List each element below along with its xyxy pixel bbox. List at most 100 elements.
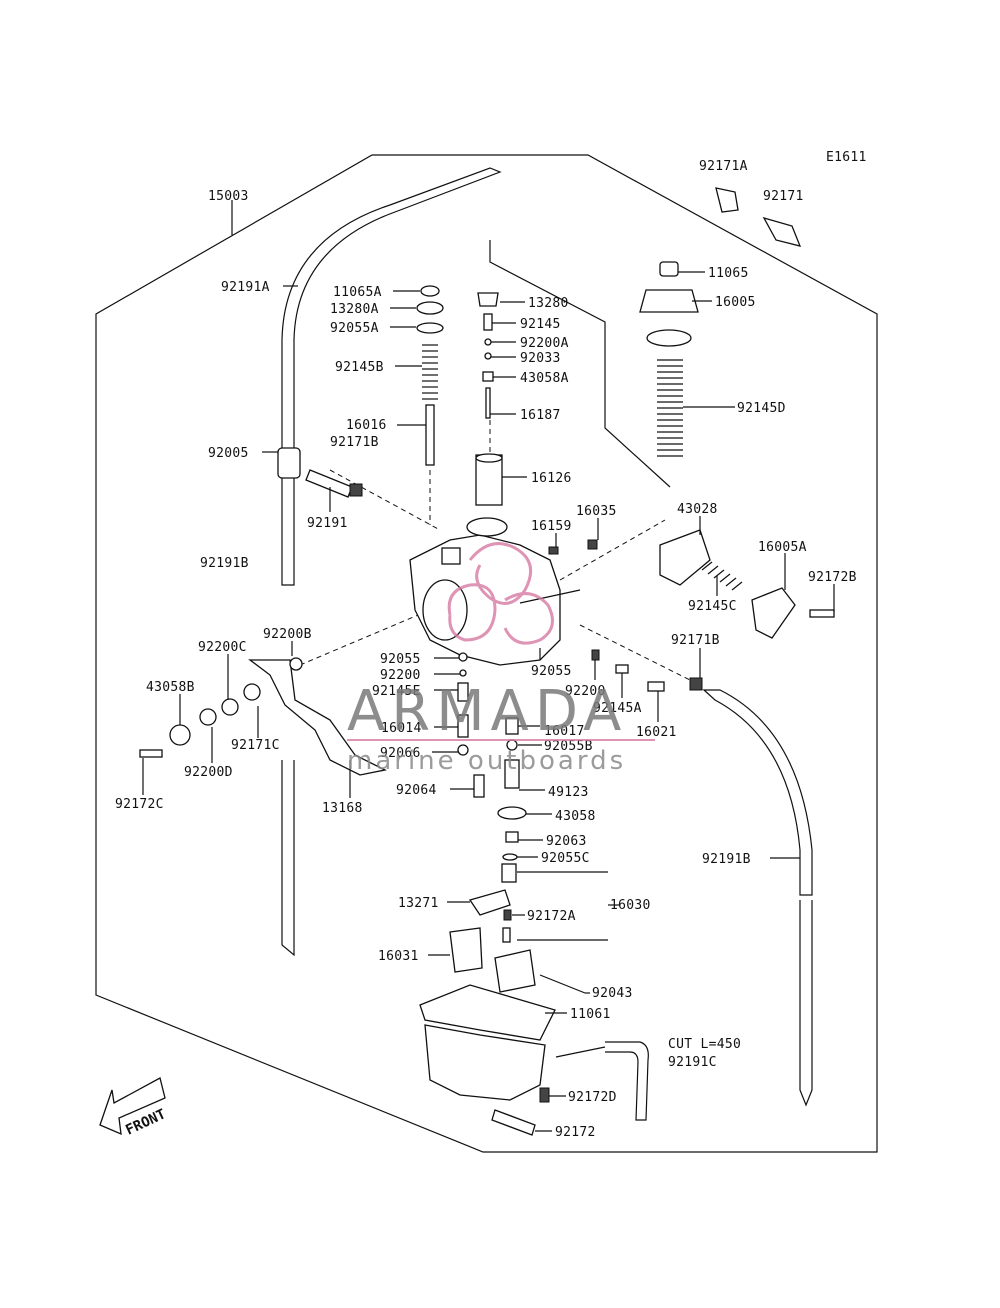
cover-43028	[659, 529, 711, 586]
oring-92055-left	[458, 652, 468, 662]
float-bowl	[424, 1024, 546, 1101]
pin-92043	[539, 974, 586, 994]
plate-13280A	[416, 301, 444, 315]
ring-92200-left	[459, 669, 467, 677]
cover-16005A	[751, 587, 796, 639]
label-13271: 13271	[398, 896, 439, 911]
label-92055B: 92055B	[544, 739, 593, 754]
collar-43058B	[169, 724, 191, 746]
clip-92033	[484, 352, 492, 360]
cap-11065	[659, 261, 679, 277]
carburetor-cable-port	[441, 547, 461, 565]
fitting-16159	[548, 546, 559, 555]
label-92200-right: 92200	[565, 684, 606, 699]
label-92200D: 92200D	[184, 765, 233, 780]
label-92191B-right: 92191B	[702, 852, 751, 867]
cap-11065A	[420, 285, 440, 297]
label-92172A: 92172A	[527, 909, 576, 924]
collar-92200C	[243, 683, 261, 701]
cap-bracket	[489, 240, 671, 488]
screw-16035	[587, 539, 598, 550]
leader-lines	[142, 200, 835, 1132]
label-92055-right: 92055	[531, 664, 572, 679]
float-right	[494, 949, 536, 993]
label-92191: 92191	[307, 516, 348, 531]
diagram-code: E1611	[826, 150, 867, 165]
plate-13271	[468, 889, 511, 916]
throttle-cable-right	[702, 689, 813, 896]
label-92055C: 92055C	[541, 851, 590, 866]
plate-43058A	[482, 371, 494, 382]
cut-note: CUT L=450	[668, 1037, 741, 1052]
label-92191C: 92191C	[668, 1055, 717, 1070]
clamp-92171	[762, 216, 802, 247]
screw-92145A	[615, 664, 629, 674]
label-11061: 11061	[570, 1007, 611, 1022]
needle-16187	[485, 387, 491, 419]
label-92043: 92043	[592, 986, 633, 1001]
spring-92145C	[701, 561, 743, 591]
jet-92066	[457, 744, 469, 756]
float-16031	[449, 927, 483, 973]
armada-watermark: ARMADA marine outboards	[347, 542, 655, 776]
label-92200A: 92200A	[520, 336, 569, 351]
label-11065: 11065	[708, 266, 749, 281]
throttle-cable-right-lower	[799, 900, 813, 1107]
label-92200C: 92200C	[198, 640, 247, 655]
label-92191B-left: 92191B	[200, 556, 249, 571]
label-92145A: 92145A	[593, 701, 642, 716]
holder-13280	[477, 292, 499, 307]
label-15003: 15003	[208, 189, 249, 204]
holder-43058	[497, 806, 527, 820]
spring-92145D	[657, 359, 683, 457]
label-92145D: 92145D	[737, 401, 786, 416]
cable-nut	[349, 483, 363, 497]
label-92172C: 92172C	[115, 797, 164, 812]
screw-16014	[457, 714, 469, 738]
label-16021: 16021	[636, 725, 677, 740]
label-92064: 92064	[396, 783, 437, 798]
label-92066: 92066	[380, 746, 421, 761]
screw-92172C	[139, 749, 163, 758]
drain-screw-92172	[491, 1109, 536, 1136]
jet-92064	[473, 774, 485, 798]
label-16187: 16187	[520, 408, 561, 423]
spring-92145B	[422, 344, 438, 400]
label-92171: 92171	[763, 189, 804, 204]
label-92005: 92005	[208, 446, 249, 461]
label-16014: 16014	[381, 721, 422, 736]
oring-92055C	[502, 853, 518, 861]
label-92055-left: 92055	[380, 652, 421, 667]
assembly-guide-lines	[299, 420, 691, 681]
throttle-cable-lower-left	[281, 475, 295, 586]
washer-92200D	[199, 708, 217, 726]
throttle-cable-upper	[281, 167, 502, 455]
label-43058: 43058	[555, 809, 596, 824]
label-13280: 13280	[528, 296, 569, 311]
label-92172: 92172	[555, 1125, 596, 1140]
label-92171B-right: 92171B	[671, 633, 720, 648]
label-92191A: 92191A	[221, 280, 270, 295]
clip-92171A	[715, 187, 739, 213]
label-92145: 92145	[520, 317, 561, 332]
watermark-logo-icon	[447, 542, 554, 645]
throttle-cable-bottom-left	[281, 760, 295, 957]
jet-92063	[505, 831, 519, 843]
needle-jet-49123	[504, 759, 520, 789]
watermark-tagline: marine outboards	[347, 746, 626, 776]
label-16031: 16031	[378, 949, 419, 964]
spring-92145E	[457, 682, 469, 702]
screw-16021	[647, 681, 665, 692]
label-92063: 92063	[546, 834, 587, 849]
linkage-lever-13168	[248, 659, 387, 776]
label-16005A: 16005A	[758, 540, 807, 555]
label-43028: 43028	[677, 502, 718, 517]
washer-left	[221, 698, 239, 716]
overflow-tube-92191C	[605, 1041, 649, 1121]
label-16005: 16005	[715, 295, 756, 310]
label-43058A: 43058A	[520, 371, 569, 386]
gasket-11061	[419, 984, 556, 1041]
label-92145B: 92145B	[335, 360, 384, 375]
